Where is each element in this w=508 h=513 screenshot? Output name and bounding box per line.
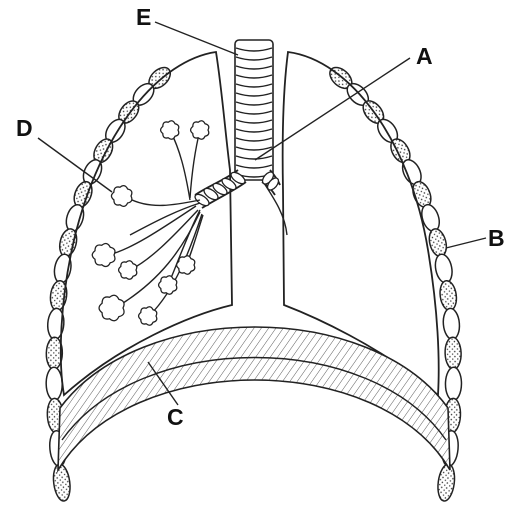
- alveolus-cluster: [191, 121, 209, 139]
- bronchial-tree: [108, 130, 203, 315]
- alveolus-cluster: [177, 256, 195, 274]
- rib-right-segment: [438, 280, 458, 312]
- rib-left-segment: [51, 463, 72, 502]
- alveolus-cluster: [161, 121, 179, 139]
- label-d: D: [16, 115, 33, 141]
- leader-b: [446, 238, 486, 248]
- rib-right-segment: [436, 463, 457, 502]
- rib-right-segment: [433, 253, 454, 285]
- alveolus-cluster: [139, 307, 157, 325]
- rib-right-segment: [442, 308, 461, 340]
- diaphragm: [58, 327, 450, 470]
- rib-right-segment: [445, 337, 462, 370]
- alveolus-cluster: [92, 243, 115, 266]
- label-e: E: [136, 4, 151, 30]
- label-a: A: [416, 43, 433, 69]
- rib-left-segment: [46, 367, 63, 400]
- alveolus-cluster: [159, 276, 177, 294]
- rib-right-segment: [427, 227, 450, 258]
- label-b: B: [488, 225, 505, 251]
- alveolus-cluster: [99, 295, 124, 320]
- trachea: [235, 40, 273, 180]
- bronchus-rings-left: [193, 170, 247, 208]
- alveolus-cluster: [119, 261, 137, 279]
- alveolus-cluster: [111, 186, 131, 207]
- label-c: C: [167, 404, 184, 430]
- rib-right-segment: [445, 367, 461, 400]
- leader-e: [155, 22, 238, 55]
